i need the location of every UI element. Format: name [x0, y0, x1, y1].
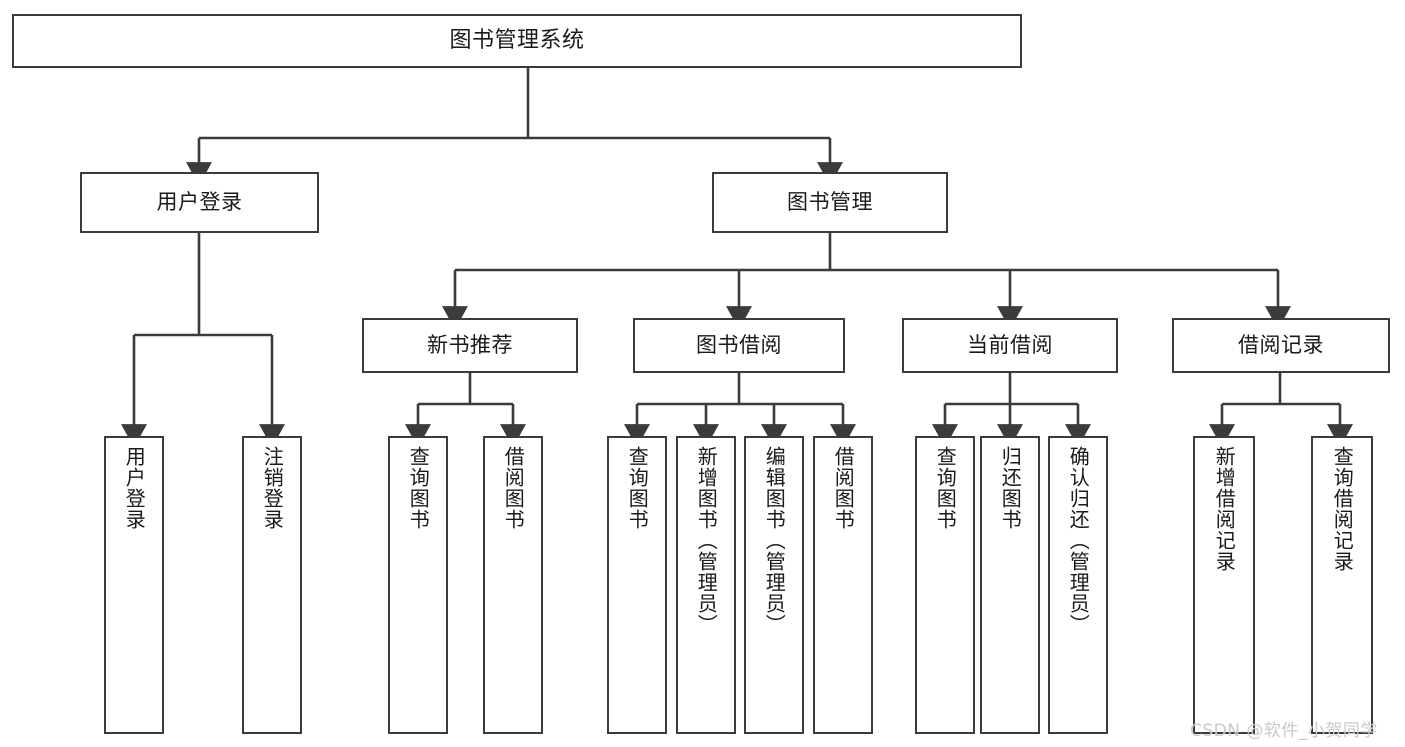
node-label: 图书管理: [787, 190, 873, 215]
node-root-system[interactable]: 图书管理系统: [12, 14, 1022, 68]
node-label: 编辑图书（管理员）: [762, 446, 787, 635]
node-book-management[interactable]: 图书管理: [712, 172, 948, 233]
node-current-borrow[interactable]: 当前借阅: [902, 318, 1118, 373]
node-label: 归还图书: [998, 446, 1023, 530]
watermark-text: CSDN @软件_小贺同学: [1190, 721, 1378, 741]
node-label: 借阅图书: [501, 446, 526, 530]
leaf-recommend-query-book[interactable]: 查询图书: [388, 436, 448, 734]
node-new-book-recommend[interactable]: 新书推荐: [362, 318, 578, 373]
node-label: 查询图书: [406, 446, 431, 530]
leaf-borrow-query-book[interactable]: 查询图书: [607, 436, 667, 734]
node-label: 当前借阅: [967, 333, 1053, 358]
node-label: 查询借阅记录: [1330, 446, 1355, 572]
node-label: 新增借阅记录: [1212, 446, 1237, 572]
node-label: 用户登录: [122, 446, 147, 530]
node-label: 图书管理系统: [449, 28, 585, 54]
leaf-current-query-book[interactable]: 查询图书: [915, 436, 975, 734]
node-borrow-record[interactable]: 借阅记录: [1172, 318, 1390, 373]
leaf-user-login-signout[interactable]: 注销登录: [242, 436, 302, 734]
leaf-recommend-borrow-book[interactable]: 借阅图书: [483, 436, 543, 734]
leaf-current-confirm-return-admin[interactable]: 确认归还（管理员）: [1048, 436, 1108, 734]
node-label: 查询图书: [625, 446, 650, 530]
node-user-login[interactable]: 用户登录: [80, 172, 319, 233]
node-label: 借阅记录: [1238, 333, 1324, 358]
node-label: 图书借阅: [696, 333, 782, 358]
leaf-borrow-add-book-admin[interactable]: 新增图书（管理员）: [676, 436, 736, 734]
leaf-record-add-record[interactable]: 新增借阅记录: [1193, 436, 1255, 734]
node-label: 注销登录: [260, 446, 285, 530]
leaf-borrow-edit-book-admin[interactable]: 编辑图书（管理员）: [744, 436, 804, 734]
node-book-borrow[interactable]: 图书借阅: [633, 318, 845, 373]
leaf-current-return-book[interactable]: 归还图书: [980, 436, 1040, 734]
leaf-user-login-signin[interactable]: 用户登录: [104, 436, 164, 734]
node-label: 查询图书: [933, 446, 958, 530]
node-label: 借阅图书: [831, 446, 856, 530]
node-label: 用户登录: [156, 190, 243, 215]
node-label: 新增图书（管理员）: [694, 446, 719, 635]
leaf-record-query-record[interactable]: 查询借阅记录: [1311, 436, 1373, 734]
leaf-borrow-borrow-book[interactable]: 借阅图书: [813, 436, 873, 734]
node-label: 新书推荐: [427, 333, 513, 358]
node-label: 确认归还（管理员）: [1066, 446, 1091, 635]
